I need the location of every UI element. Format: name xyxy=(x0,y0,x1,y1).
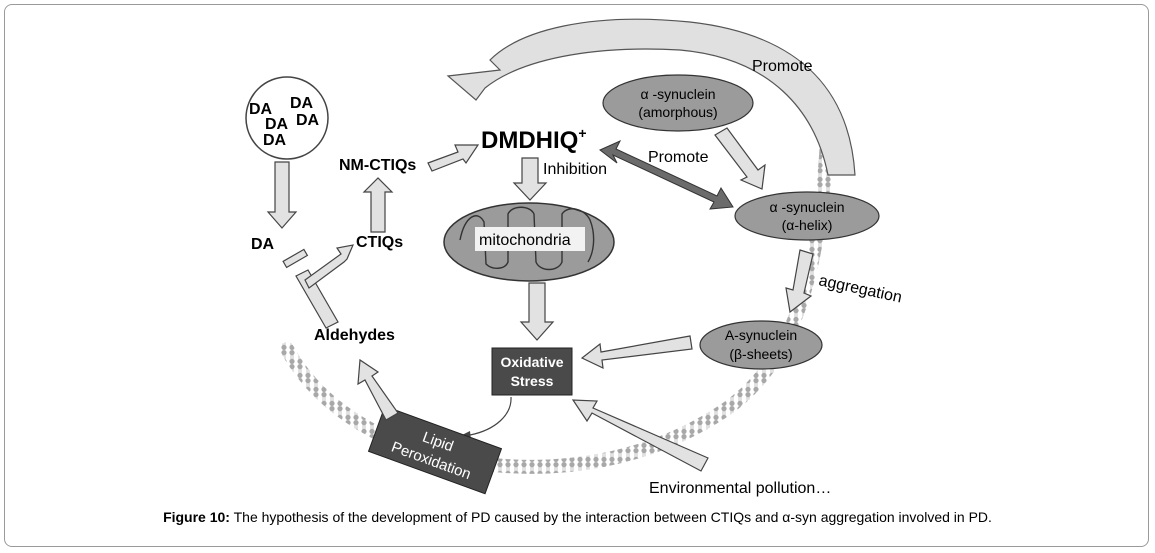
da-pool-label: DA xyxy=(263,132,287,149)
da-pool-circle xyxy=(245,76,329,160)
nm-ctiqs-label: NM-CTIQs xyxy=(339,157,416,174)
syn-beta-ellipse xyxy=(699,320,823,370)
ctiqs-label: CTIQs xyxy=(356,234,403,251)
to-helix-arrow xyxy=(714,127,766,190)
ctiqs-up-arrow xyxy=(362,177,394,233)
promote-top-label: Promote xyxy=(752,58,813,75)
to-oxidative-arrow xyxy=(519,282,555,341)
figure-frame xyxy=(4,4,1149,547)
dmdhiq-helix-double-arrow xyxy=(599,139,734,210)
da-inhibit-bar xyxy=(295,269,339,329)
promote-curved-arrow xyxy=(446,18,856,176)
dmdhiq-label: DMDHIQ+ xyxy=(481,125,587,154)
aggregation-label: aggregation xyxy=(817,272,903,306)
environment-to-oxidative-arrow xyxy=(571,399,709,472)
to-beta-arrow xyxy=(785,249,814,314)
dmdhiq-superscript: + xyxy=(578,125,586,141)
promote-mid-label: Promote xyxy=(648,149,709,166)
da-inhibit-cap xyxy=(282,248,309,269)
syn-helix-label: (α-helix) xyxy=(782,217,833,233)
syn-helix-ellipse xyxy=(734,191,880,241)
oxidative-stress-label: Oxidative xyxy=(500,354,563,370)
to-aldehydes-arrow xyxy=(357,358,399,421)
syn-amorphous-label: α -synuclein xyxy=(640,86,715,102)
aldehydes-label: Aldehydes xyxy=(314,327,395,344)
da-label: DA xyxy=(251,236,275,253)
to-lipid-curved-arrow xyxy=(469,396,512,436)
da-down-arrow xyxy=(266,161,298,229)
figure-caption: Figure 10: The hypothesis of the develop… xyxy=(0,509,1155,525)
syn-amorphous-ellipse xyxy=(602,74,754,132)
inhibition-label: Inhibition xyxy=(543,161,607,178)
beta-to-oxidative-arrow xyxy=(580,335,693,370)
environmental-pollution-label: Environmental pollution… xyxy=(649,480,831,497)
da-pool-label: DA xyxy=(249,101,273,118)
to-dmdhiq-arrow xyxy=(427,144,480,172)
lipid-peroxidation-box: Lipid Peroxidation xyxy=(367,405,503,495)
syn-helix-label: α -synuclein xyxy=(769,199,844,215)
syn-beta-label: A-synuclein xyxy=(725,327,797,343)
dmdhiq-text: DMDHIQ xyxy=(481,127,578,154)
caption-prefix: Figure 10: xyxy=(163,509,230,525)
to-ctiqs-arrow xyxy=(304,244,354,289)
syn-beta-label: (β-sheets) xyxy=(729,346,792,362)
syn-amorphous-label: (amorphous) xyxy=(638,104,717,120)
to-mito-arrow xyxy=(512,157,548,201)
caption-text: The hypothesis of the development of PD … xyxy=(229,509,992,525)
mitochondria-label: mitochondria xyxy=(479,232,571,249)
oxidative-stress-box xyxy=(491,347,573,396)
da-pool-label: DA xyxy=(296,112,320,129)
da-pool-label: DA xyxy=(265,116,289,133)
da-pool-label: DA xyxy=(290,95,314,112)
oxidative-stress-label: Stress xyxy=(511,373,554,389)
mitochondria xyxy=(443,202,615,282)
